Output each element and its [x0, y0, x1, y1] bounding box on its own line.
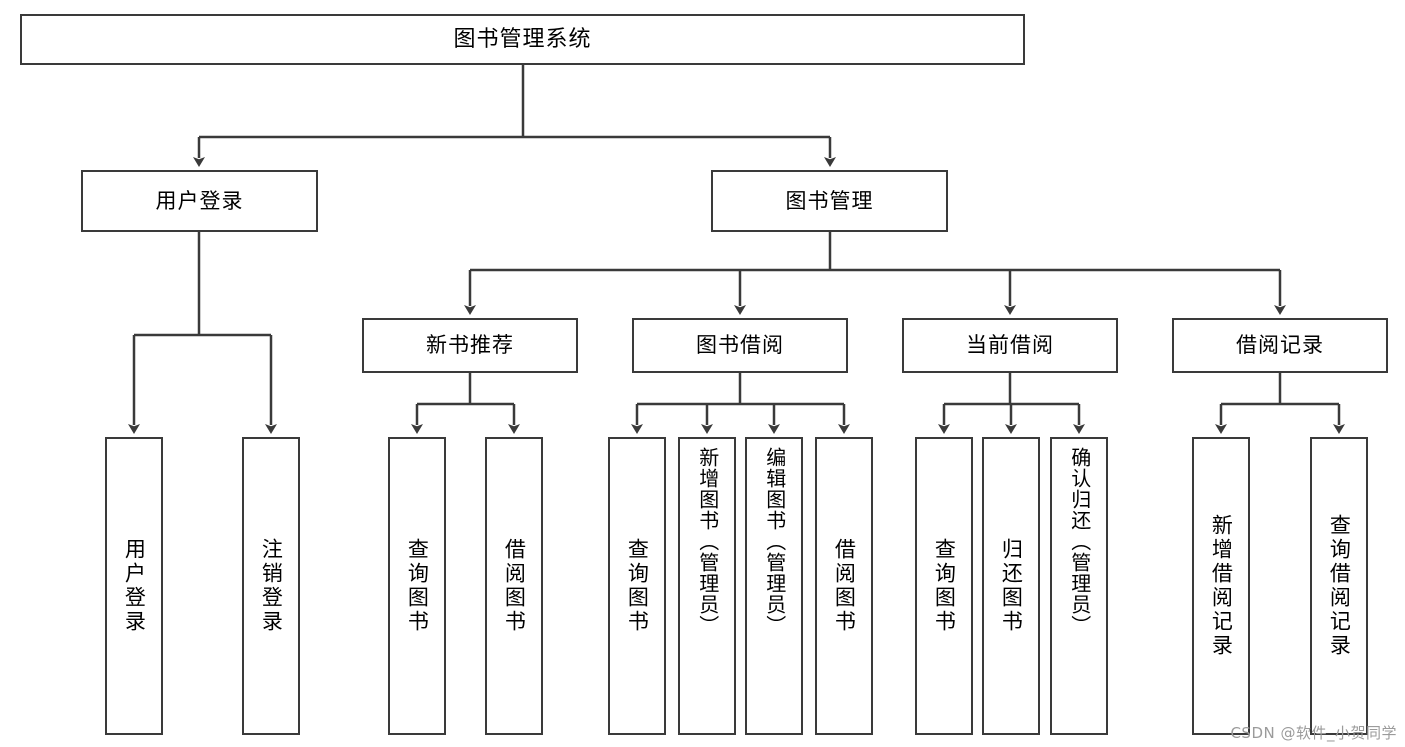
leaf-logout[interactable]: 注销登录 [242, 437, 300, 735]
node-label: 图书管理系统 [453, 26, 592, 52]
node-label: 借阅记录 [1236, 333, 1324, 358]
leaf-borrow-books[interactable]: 借阅图书 [815, 437, 873, 735]
leaf-user-login[interactable]: 用户登录 [105, 437, 163, 735]
node-root-system[interactable]: 图书管理系统 [20, 14, 1025, 65]
node-label: 新书推荐 [426, 333, 514, 358]
node-new-book-recommend[interactable]: 新书推荐 [362, 318, 578, 373]
leaf-confirm-return-admin[interactable]: 确认归还（管理员） [1050, 437, 1108, 735]
leaf-query-books[interactable]: 查询图书 [608, 437, 666, 735]
node-label: 当前借阅 [966, 333, 1054, 358]
leaf-borrow-books-new[interactable]: 借阅图书 [485, 437, 543, 735]
leaf-add-book-admin[interactable]: 新增图书（管理员） [678, 437, 736, 735]
leaf-add-borrow-record[interactable]: 新增借阅记录 [1192, 437, 1250, 735]
leaf-label: 查询图书 [932, 538, 957, 634]
leaf-query-books-new[interactable]: 查询图书 [388, 437, 446, 735]
leaf-label: 借阅图书 [502, 538, 527, 634]
leaf-label: 新增借阅记录 [1209, 514, 1234, 658]
watermark-credit: CSDN @软件_小贺同学 [1230, 724, 1397, 742]
node-label: 用户登录 [155, 188, 244, 213]
leaf-label: 查询借阅记录 [1327, 514, 1352, 658]
node-borrow-records[interactable]: 借阅记录 [1172, 318, 1388, 373]
node-label: 图书借阅 [696, 333, 784, 358]
node-book-borrow[interactable]: 图书借阅 [632, 318, 848, 373]
leaf-label: 查询图书 [625, 538, 650, 634]
leaf-label: 新增图书（管理员） [695, 447, 720, 636]
leaf-label: 查询图书 [405, 538, 430, 634]
leaf-label: 确认归还（管理员） [1067, 447, 1092, 636]
leaf-label: 归还图书 [999, 538, 1024, 634]
leaf-label: 用户登录 [122, 538, 147, 634]
node-current-borrow[interactable]: 当前借阅 [902, 318, 1118, 373]
leaf-query-books-current[interactable]: 查询图书 [915, 437, 973, 735]
leaf-edit-book-admin[interactable]: 编辑图书（管理员） [745, 437, 803, 735]
leaf-query-borrow-record[interactable]: 查询借阅记录 [1310, 437, 1368, 735]
leaf-label: 编辑图书（管理员） [762, 447, 787, 636]
node-book-management[interactable]: 图书管理 [711, 170, 948, 232]
node-label: 图书管理 [785, 188, 874, 213]
leaf-return-books[interactable]: 归还图书 [982, 437, 1040, 735]
node-user-login[interactable]: 用户登录 [81, 170, 318, 232]
leaf-label: 注销登录 [259, 538, 284, 634]
leaf-label: 借阅图书 [832, 538, 857, 634]
